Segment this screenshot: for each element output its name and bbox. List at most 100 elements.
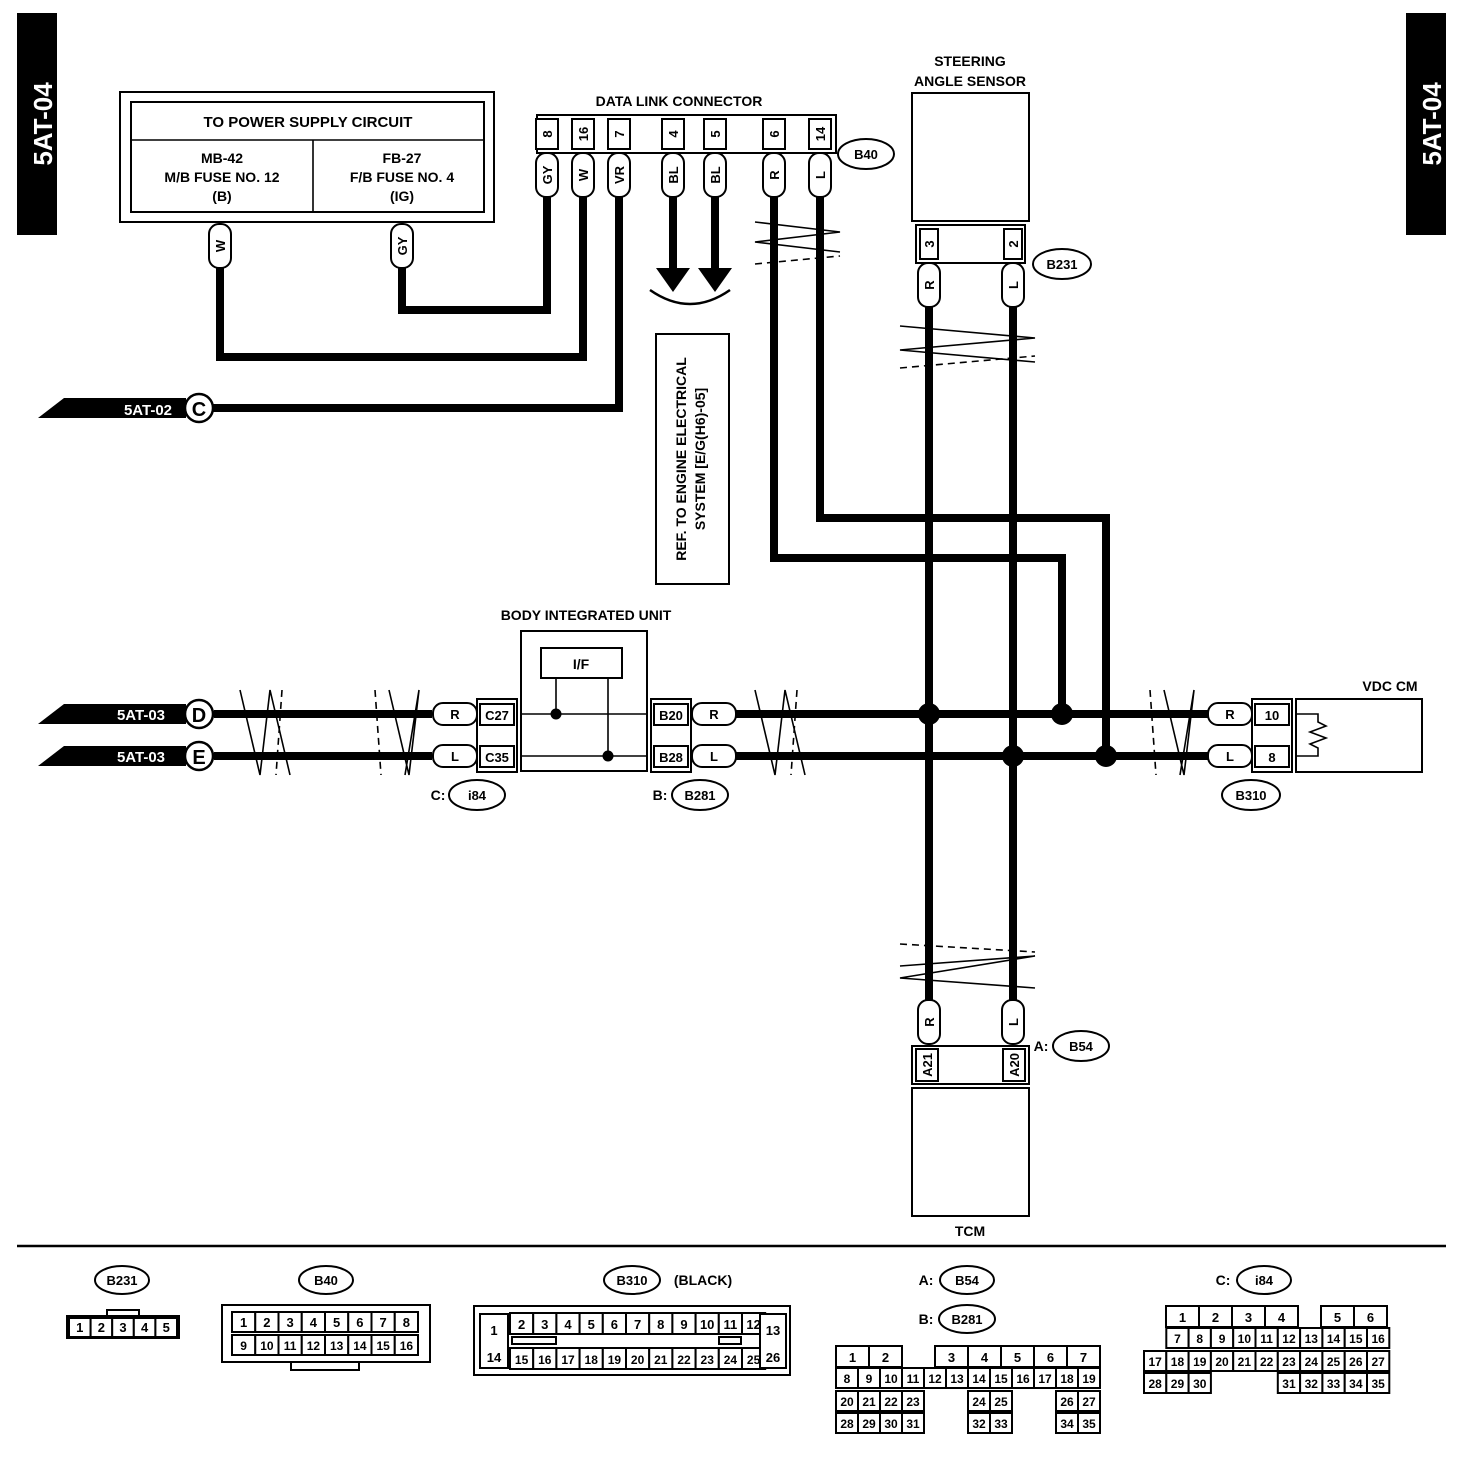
b310-pin-5: 5	[588, 1317, 595, 1332]
i84-pin-27: 27	[1371, 1355, 1385, 1369]
dlc-pin-14: 14	[813, 126, 828, 141]
dlc-wire-pill: GY	[535, 152, 559, 198]
power-box-left-line3: (B)	[212, 188, 231, 204]
b54-pin-23: 23	[906, 1395, 920, 1409]
b310-key-right	[718, 1336, 742, 1345]
b54-pin-35: 35	[1082, 1417, 1096, 1431]
tcm-connector-label: B54	[1069, 1039, 1094, 1054]
biu-if-label: I/F	[573, 656, 590, 672]
vdc-title: VDC CM	[1362, 678, 1417, 694]
dlc-wire-pill-label: R	[767, 170, 782, 180]
b310-pin-23: 23	[701, 1353, 715, 1367]
b54-cell	[989, 1390, 1013, 1412]
power-supply-box: TO POWER SUPPLY CIRCUIT MB-42 M/B FUSE N…	[119, 91, 495, 223]
sas-connector-tag: B231	[1032, 248, 1092, 280]
dlc-connector-tag: B40	[837, 138, 895, 170]
b40-pin-11: 11	[284, 1339, 297, 1353]
b310-pin-16: 16	[538, 1353, 552, 1367]
b54-pin-34: 34	[1060, 1417, 1074, 1431]
tcm-wire-pill-r: R	[917, 999, 941, 1045]
i84-pin-1: 1	[1179, 1310, 1186, 1325]
biu-right-wire-pill-r: R	[691, 702, 737, 726]
i84-pin-3: 3	[1245, 1310, 1252, 1325]
wire-runs	[213, 190, 1209, 1000]
b54-pin-9: 9	[866, 1372, 873, 1386]
sas-title-line2: ANGLE SENSOR	[914, 73, 1026, 89]
legend-b281-prefix: B:	[919, 1311, 934, 1327]
biu-left-wire-pill-r-label: R	[450, 707, 460, 722]
b310-right-block	[759, 1313, 787, 1369]
wire-w-power-to-dlc16	[216, 196, 587, 361]
b54-pin-11: 11	[907, 1372, 920, 1386]
legend-i84-label: i84	[1255, 1273, 1274, 1288]
b54-pin-32: 32	[972, 1417, 986, 1431]
b310-pin-26: 26	[766, 1350, 780, 1365]
power-wire-pill-w-label: W	[213, 239, 228, 252]
biu-title: BODY INTEGRATED UNIT	[501, 607, 672, 623]
b54-cell	[1077, 1412, 1101, 1434]
link-e-ref: 5AT-03	[117, 749, 165, 766]
b54-pin-1: 1	[849, 1350, 856, 1365]
dlc-pin-cell	[535, 118, 559, 150]
sas-connector-label: B231	[1046, 257, 1077, 272]
b40-pin-1: 1	[240, 1315, 247, 1330]
reference-bracket-arc	[649, 288, 731, 306]
biu-pin-c27: C27	[485, 708, 509, 723]
wire-r-dlc6	[770, 196, 1066, 714]
b310-pin-11: 11	[724, 1317, 738, 1332]
b310-pin-17: 17	[561, 1353, 575, 1367]
b40-pin-14: 14	[353, 1339, 367, 1353]
i84-pin-29: 29	[1171, 1377, 1185, 1391]
i84-pin-31: 31	[1282, 1377, 1296, 1391]
b54-pin-10: 10	[884, 1372, 898, 1386]
b40-pin-2: 2	[263, 1315, 270, 1330]
b310-pin-24: 24	[724, 1353, 738, 1367]
b40-pin-12: 12	[307, 1339, 321, 1353]
b310-pin-1: 1	[490, 1323, 497, 1338]
dlc-pin-cell	[703, 118, 727, 150]
biu-right-wire-pill-l-label: L	[710, 749, 718, 764]
dlc-pin-cell	[808, 118, 832, 150]
arrow-dlc4	[656, 268, 690, 292]
power-wire-pill-gy: GY	[390, 223, 414, 269]
b310-key-left	[511, 1336, 557, 1345]
vdc-wire-pill-l-label: L	[1226, 749, 1234, 764]
b40-cell	[393, 1334, 419, 1356]
tcm-wire-pill-l-label: L	[1006, 1018, 1021, 1026]
b54-pin-19: 19	[1082, 1372, 1096, 1386]
i84-cell	[1187, 1372, 1212, 1394]
dlc-wire-pill: W	[571, 152, 595, 198]
b310-pin-4: 4	[564, 1317, 572, 1332]
b310-pin-7: 7	[634, 1317, 641, 1332]
dlc-pin-cell	[661, 118, 685, 150]
b40-pin-8: 8	[403, 1315, 410, 1330]
b310-left-block	[479, 1313, 509, 1369]
b310-pin-18: 18	[585, 1353, 599, 1367]
i84-cell	[1366, 1327, 1391, 1349]
b54-pin-20: 20	[840, 1395, 854, 1409]
b54-pin-5: 5	[1014, 1350, 1021, 1365]
splice-r-sas	[918, 703, 940, 725]
ref-note-line1: REF. TO ENGINE ELECTRICAL	[673, 357, 689, 561]
power-wire-pill-gy-label: GY	[395, 236, 410, 255]
sas-wire-pill-l-label: L	[1006, 281, 1021, 289]
b40-pin-10: 10	[260, 1339, 274, 1353]
b310-pin-9: 9	[680, 1317, 687, 1332]
b54-pin-29: 29	[862, 1417, 876, 1431]
legend-b54-prefix: A:	[919, 1272, 934, 1288]
b40-cell	[393, 1311, 419, 1333]
b54-pin-16: 16	[1016, 1372, 1030, 1386]
sas-pin-3: 3	[922, 240, 937, 247]
dlc-wire-pill: BL	[703, 152, 727, 198]
b54-pin-2: 2	[882, 1350, 889, 1365]
engine-reference-note: REF. TO ENGINE ELECTRICAL SYSTEM [E/G(H6…	[649, 288, 731, 585]
i84-pin-16: 16	[1371, 1332, 1385, 1346]
sas-title-line1: STEERING	[934, 53, 1006, 69]
i84-pin-32: 32	[1305, 1377, 1319, 1391]
b54-pin-3: 3	[948, 1350, 955, 1365]
b40-pin-15: 15	[376, 1339, 390, 1353]
i84-pin-20: 20	[1215, 1355, 1229, 1369]
vdc-pin-8: 8	[1268, 750, 1275, 765]
vdc-termination-resistor	[1296, 713, 1329, 757]
